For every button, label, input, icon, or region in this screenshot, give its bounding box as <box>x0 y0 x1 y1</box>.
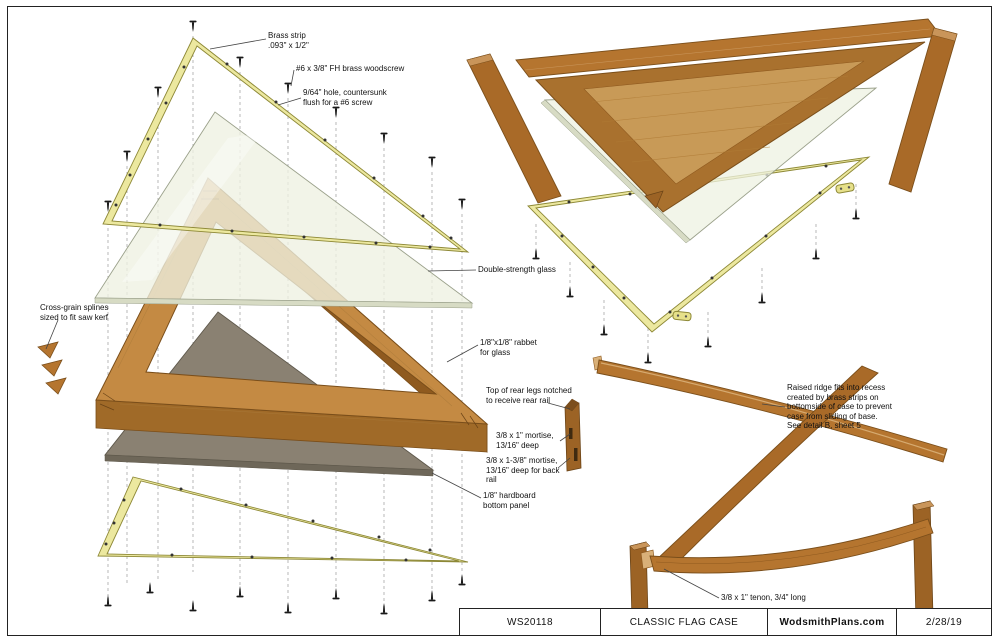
title-block-doc-number: WS20118 <box>459 609 600 635</box>
bottom-screws-icon <box>104 574 466 615</box>
annotation-bottom-panel: 1/8" hardboard bottom panel <box>483 491 536 510</box>
annotation-raised-ridge: Raised ridge fits into recess created by… <box>787 383 892 431</box>
case-body <box>466 18 958 213</box>
annotation-tenon: 3/8 x 1" tenon, 3/4" long <box>721 593 806 602</box>
annotation-rabbet: 1/8"x1/8" rabbet for glass <box>480 338 537 357</box>
annotation-mortise-back: 3/8 x 1-3/8" mortise, 13/16" deep for ba… <box>486 456 560 485</box>
title-block: WS20118 CLASSIC FLAG CASE WodsmithPlans.… <box>459 608 991 635</box>
corner-block <box>644 190 664 209</box>
case-left-rail <box>466 53 562 204</box>
base-rails <box>592 355 948 574</box>
leader-lines <box>45 38 786 599</box>
case-bottom-screws-icon <box>532 184 860 364</box>
bottom-brass-frame <box>97 476 469 563</box>
annotation-mortise-small: 3/8 x 1" mortise, 13/16" deep <box>496 431 554 450</box>
keyhole-hanger-icon <box>835 182 855 194</box>
annotation-splines: Cross-grain splines sized to fit saw ker… <box>40 303 109 322</box>
glass-panel <box>94 111 474 309</box>
mortise-slot <box>574 448 578 461</box>
annotation-brass-strip: Brass strip .093" x 1/2" <box>268 31 309 50</box>
underside-case-view <box>466 18 958 364</box>
base-assembly-view <box>564 355 948 621</box>
top-brass-frame <box>102 37 470 253</box>
annotation-glass: Double-strength glass <box>478 265 556 274</box>
annotation-rear-legs: Top of rear legs notched to receive rear… <box>486 386 572 405</box>
annotation-woodscrew: #6 x 3/8" FH brass woodscrew <box>296 64 405 73</box>
spline-pieces <box>37 341 67 395</box>
title-block-date: 2/28/19 <box>896 609 991 635</box>
exploded-case-view <box>37 20 489 615</box>
top-brass-holes <box>114 62 453 249</box>
case-grain-lines <box>591 75 849 163</box>
bottom-brass-holes <box>104 487 432 562</box>
title-block-website: WodsmithPlans.com <box>767 609 896 635</box>
keyhole-hanger-icon <box>672 310 692 322</box>
annotation-countersunk-hole: 9/64" hole, countersunk flush for a #6 s… <box>303 88 387 107</box>
mortise-slot <box>569 428 573 439</box>
raised-ridge-line <box>600 362 945 456</box>
title-block-title: CLASSIC FLAG CASE <box>600 609 767 635</box>
